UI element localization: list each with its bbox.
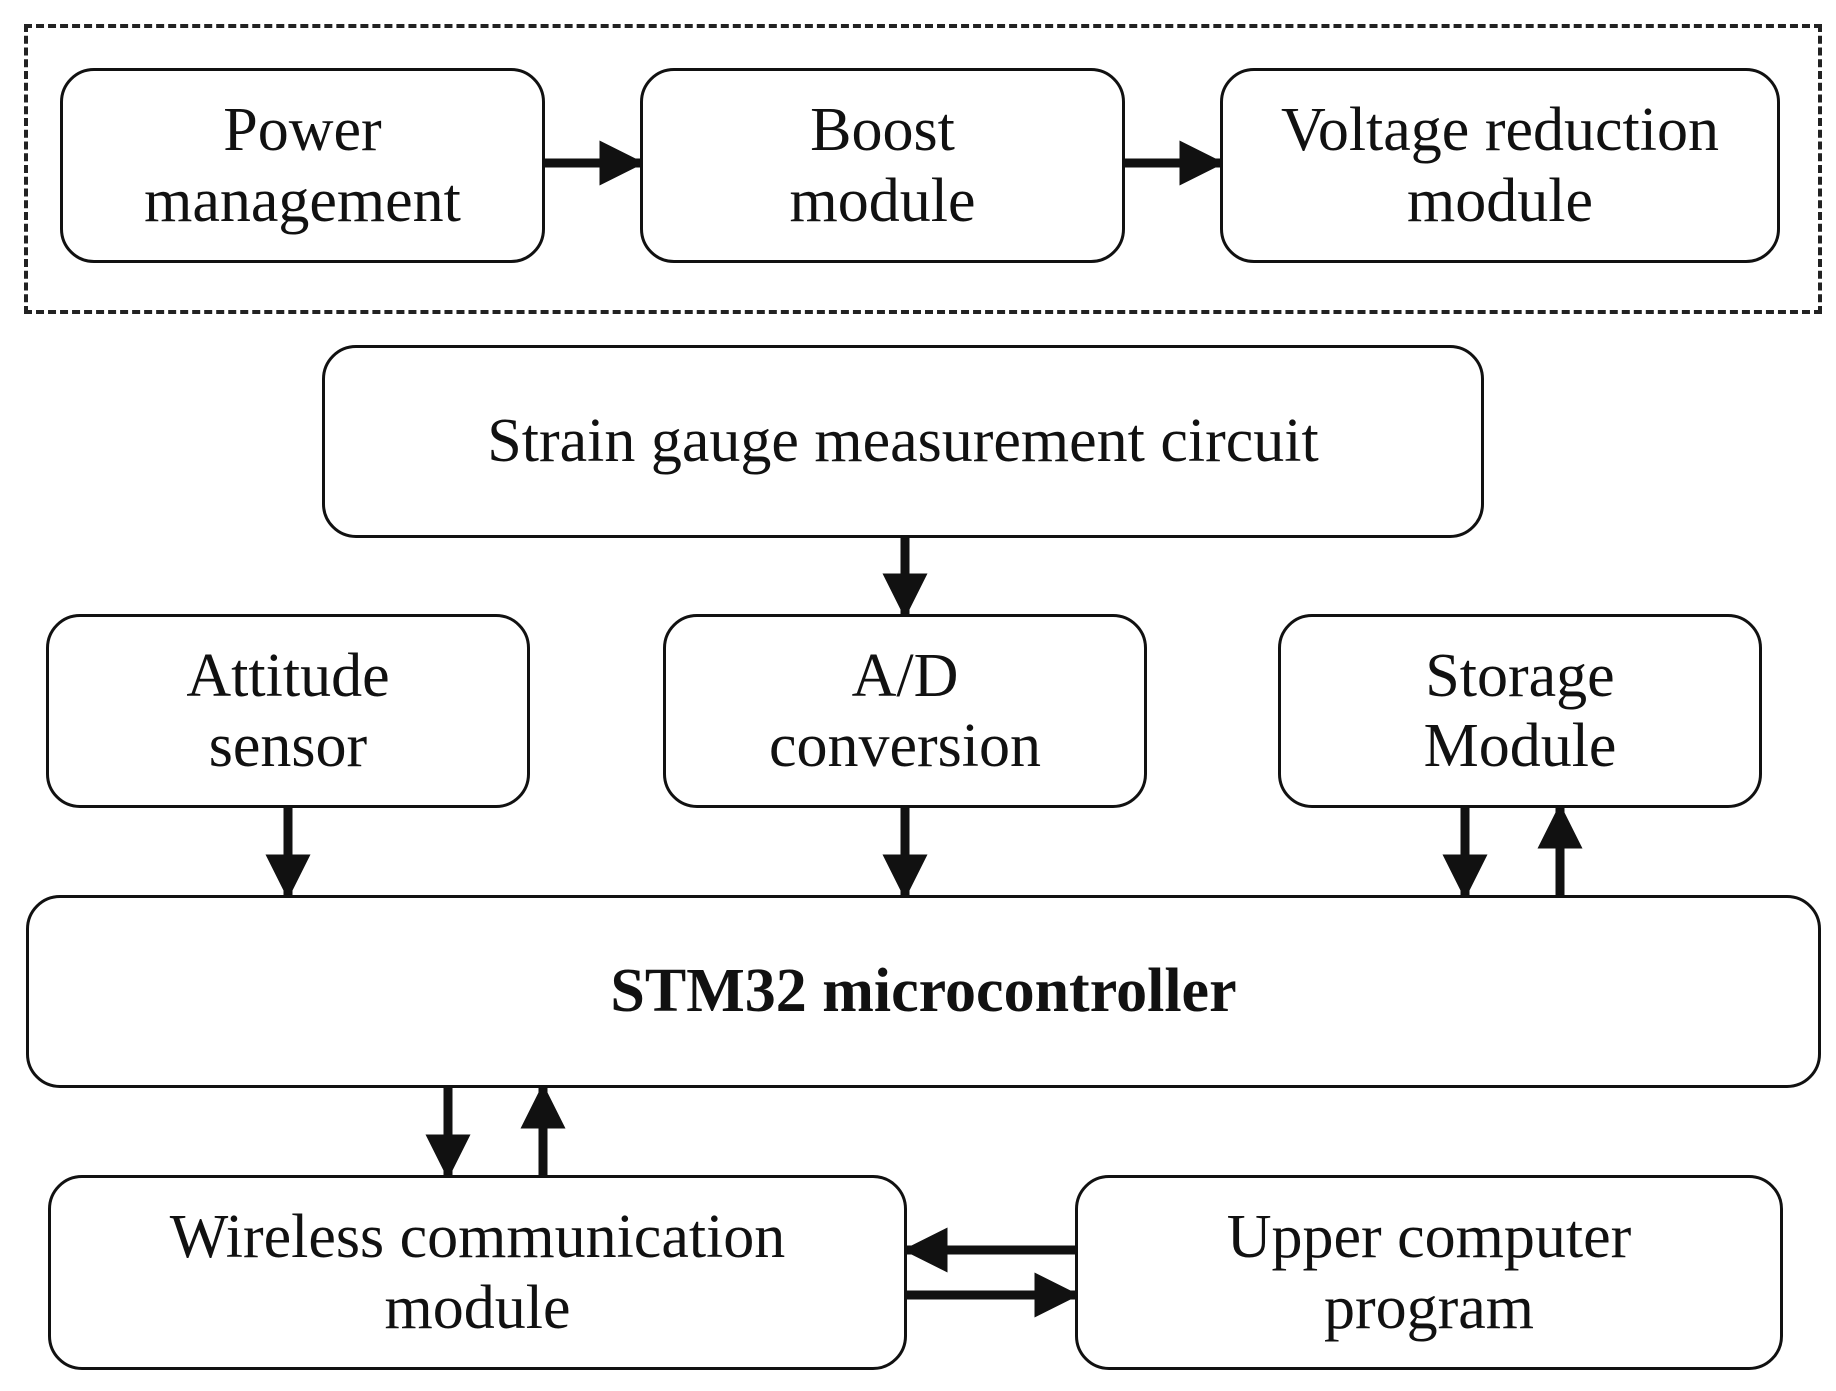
upper-computer-line1: Upper computer (1226, 1203, 1632, 1272)
attitude-sensor-box: Attitude sensor (46, 614, 530, 808)
boost-module-line2: module (789, 166, 976, 235)
boost-module-box: Boost module (640, 68, 1125, 263)
storage-module-line2: Module (1423, 712, 1617, 780)
ad-conversion-box: A/D conversion (663, 614, 1147, 808)
voltage-reduction-line2: module (1407, 166, 1593, 235)
power-management-line1: Power (223, 96, 382, 165)
voltage-reduction-line1: Voltage reduction (1281, 96, 1719, 165)
boost-module-line1: Boost (810, 96, 955, 165)
upper-computer-program-box: Upper computer program (1075, 1175, 1783, 1370)
strain-gauge-circuit-box: Strain gauge measurement circuit (322, 345, 1484, 538)
power-management-line2: management (144, 166, 461, 235)
storage-module-line1: Storage (1425, 641, 1615, 710)
voltage-reduction-module-box: Voltage reduction module (1220, 68, 1780, 263)
ad-conversion-line1: A/D (851, 641, 959, 710)
strain-gauge-label: Strain gauge measurement circuit (487, 407, 1319, 476)
ad-conversion-line2: conversion (768, 712, 1042, 780)
attitude-sensor-line1: Attitude (186, 641, 390, 710)
stm32-label: STM32 microcontroller (610, 957, 1237, 1026)
upper-computer-line2: program (1323, 1273, 1535, 1342)
stm32-microcontroller-box: STM32 microcontroller (26, 895, 1821, 1088)
wireless-line1: Wireless communication (169, 1203, 786, 1272)
power-management-box: Power management (60, 68, 545, 263)
wireless-line2: module (384, 1273, 571, 1342)
wireless-communication-module-box: Wireless communication module (48, 1175, 907, 1370)
attitude-sensor-line2: sensor (208, 712, 368, 780)
power-supply-group-frame (24, 24, 1822, 314)
storage-module-box: Storage Module (1278, 614, 1762, 808)
